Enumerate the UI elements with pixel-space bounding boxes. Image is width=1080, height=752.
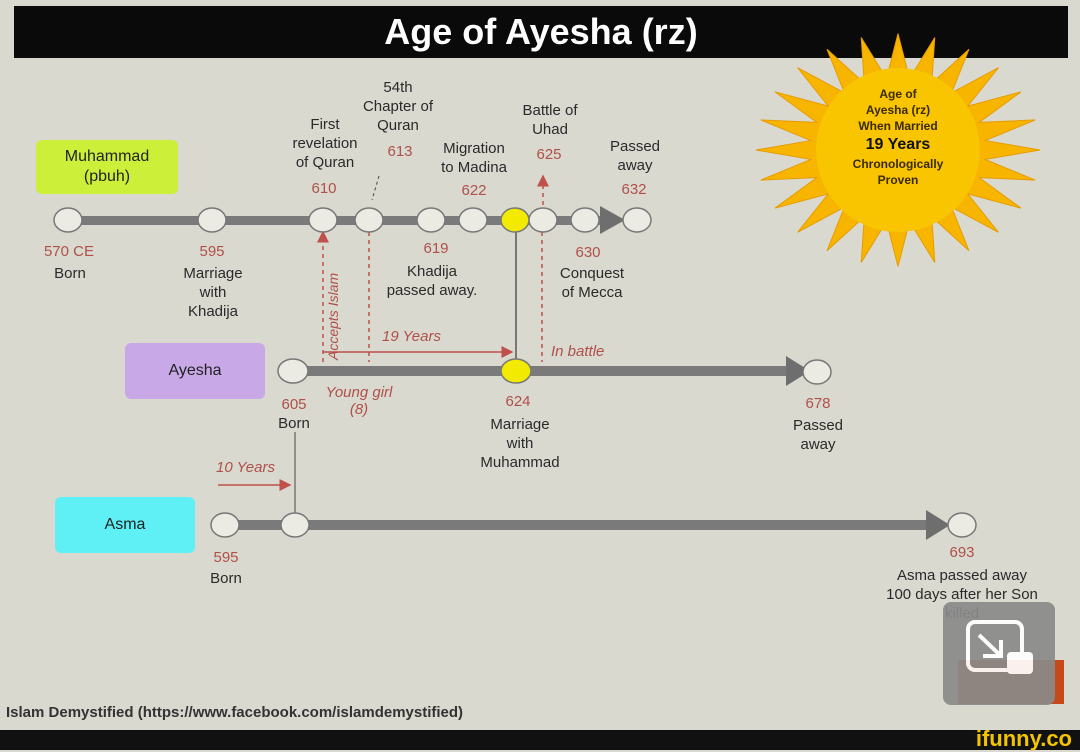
node-630: [570, 207, 600, 233]
asma-born-label: Born: [210, 570, 242, 587]
watermark-bar: [0, 730, 1080, 750]
ayesha-timeline-arrow-icon: [786, 356, 810, 386]
node-622: [458, 207, 488, 233]
node-624-muhammad: [500, 207, 530, 233]
node-asma-693: [947, 512, 977, 538]
badge-line2: Ayesha (rz): [865, 103, 931, 117]
node-624-ayesha: [500, 358, 532, 384]
badge-line1: Age of: [879, 87, 917, 101]
ayesha-passed-label: Passed away: [792, 417, 844, 453]
node-625: [528, 207, 558, 233]
ayesha-box: Ayesha: [125, 343, 265, 399]
khadija-year: 619: [423, 240, 449, 257]
badge-text: Age of Ayesha (rz) When Married 19 Years…: [828, 86, 968, 188]
node-610: [308, 207, 338, 233]
node-632: [622, 207, 652, 233]
uhad-year: 625: [536, 146, 562, 163]
node-ayesha-605: [277, 358, 309, 384]
node-asma-595: [280, 512, 310, 538]
muhammad-timeline-bar: [68, 216, 608, 225]
node-asma-start: [210, 512, 240, 538]
migration-label: Migration to Madina: [441, 140, 507, 176]
chapter-label: 54th Chapter of Quran: [362, 79, 434, 134]
muhammad-timeline-arrow-icon: [600, 206, 625, 234]
node-595: [197, 207, 227, 233]
chapter-pointer-line: [371, 175, 380, 201]
badge-line4: 19 Years: [865, 136, 931, 153]
passed-year: 632: [621, 181, 647, 198]
khadija-label: Khadija passed away.: [386, 263, 478, 299]
asma-born-year: 595: [213, 549, 239, 566]
conquest-year: 630: [575, 244, 601, 261]
ten-years-label: 10 Years: [216, 459, 275, 476]
conquest-label: Conquest of Mecca: [559, 265, 625, 301]
chapter-year: 613: [387, 143, 413, 160]
picture-in-picture-button[interactable]: [943, 602, 1055, 705]
source-footer: Islam Demystified (https://www.facebook.…: [6, 704, 464, 721]
ayesha-marriage-label: Marriage with Muhammad: [480, 416, 560, 471]
badge-line3: When Married: [858, 119, 938, 133]
revelation-year: 610: [311, 180, 337, 197]
ayesha-marriage-year: 624: [505, 393, 531, 410]
ayesha-born-label: Born: [278, 415, 310, 432]
badge-line6: Proven: [877, 173, 919, 187]
uhad-label: Battle of Uhad: [522, 102, 578, 138]
sun-badge-icon: [755, 33, 1041, 267]
badge-line5: Chronologically: [852, 157, 944, 171]
young-girl-label: Young girl (8): [325, 384, 393, 418]
in-battle-label: In battle: [551, 343, 605, 360]
title-bar: Age of Ayesha (rz): [14, 6, 1068, 58]
marriage-595-label: Marriage with Khadija: [183, 265, 243, 320]
ayesha-born-year: 605: [281, 396, 307, 413]
nineteen-years-label: 19 Years: [382, 328, 441, 345]
node-613: [354, 207, 384, 233]
passed-label: Passed away: [609, 138, 661, 174]
asma-timeline-bar: [225, 520, 935, 530]
born-570-year: 570 CE: [43, 243, 95, 260]
accepts-islam-label: Accepts Islam: [325, 272, 341, 360]
page-title: Age of Ayesha (rz): [384, 11, 698, 52]
muhammad-box: Muhammad (pbuh): [36, 140, 178, 194]
marriage-595-year: 595: [199, 243, 225, 260]
node-ayesha-678: [802, 359, 832, 385]
revelation-label: First revelation of Quran: [292, 116, 358, 171]
ifunny-watermark: ifunny.co: [975, 726, 1072, 751]
ayesha-timeline-bar: [294, 366, 794, 376]
asma-box: Asma: [55, 497, 195, 553]
asma-passed-year: 693: [949, 544, 975, 561]
picture-in-picture-icon: [966, 620, 1033, 674]
born-570-label: Born: [54, 265, 86, 282]
node-619: [416, 207, 446, 233]
ayesha-passed-year: 678: [805, 395, 831, 412]
asma-timeline-arrow-icon: [926, 510, 950, 540]
migration-year: 622: [461, 182, 487, 199]
node-570: [53, 207, 83, 233]
